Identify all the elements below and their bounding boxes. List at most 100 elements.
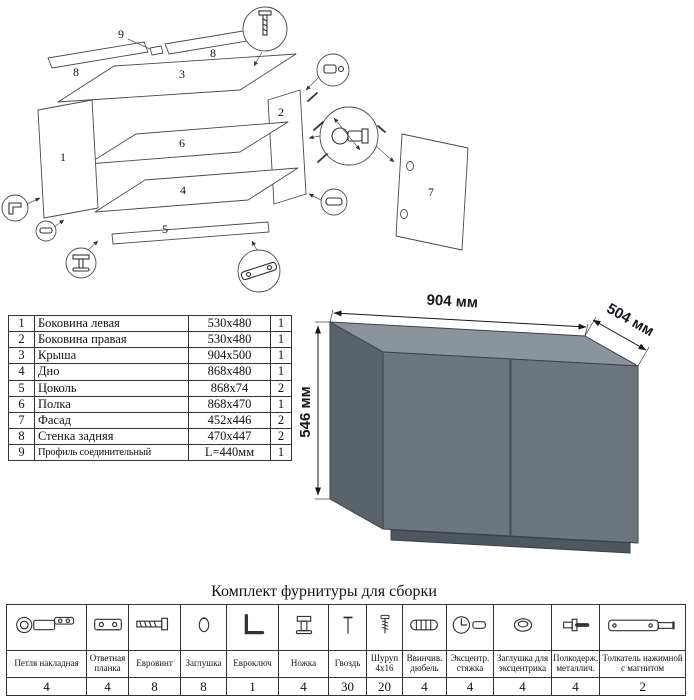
part-number: 5 <box>8 379 35 397</box>
hardware-icon-cell <box>446 604 494 651</box>
hardware-item-qty: 30 <box>328 677 367 696</box>
callout-foot <box>65 247 97 279</box>
hex-key-icon <box>244 613 264 635</box>
eccentric-cap-icon <box>513 618 532 632</box>
hardware-item-qty: 1 <box>226 677 279 696</box>
part-number: 7 <box>8 411 35 429</box>
depth-dimension-arrow <box>592 319 647 351</box>
hinge-icon <box>15 616 74 634</box>
height-dimension-label: 546 мм <box>297 386 314 437</box>
confirmat-screw-icon <box>135 617 168 631</box>
part-label-6: 6 <box>179 136 185 150</box>
hardware-item-qty: 4 <box>402 677 447 696</box>
hinge-cup-hole <box>400 209 408 219</box>
left-side-panel <box>37 99 99 219</box>
hardware-kit-title: Комплект фурнитуры для сборки <box>211 583 437 600</box>
callout-dowel <box>320 188 348 216</box>
hardware-icon-cell <box>402 604 447 651</box>
width-dimension-arrow <box>333 310 587 330</box>
part-qty: 2 <box>270 379 292 397</box>
connecting-profile <box>149 45 164 56</box>
callout-profile-detail <box>237 249 281 293</box>
cabinet-side-face <box>329 321 384 530</box>
screw-glyphs <box>307 92 386 163</box>
nail-icon <box>342 616 353 634</box>
leader-lines <box>26 38 395 251</box>
part-name: Фасад <box>34 411 189 429</box>
part-qty: 1 <box>270 363 292 381</box>
callout-screw-left <box>35 220 57 242</box>
part-label-8: 8 <box>73 65 79 79</box>
hardware-icon-cell <box>493 604 552 651</box>
back-panel-left <box>47 41 149 69</box>
hardware-item-name: Ответная планка <box>86 650 129 678</box>
facade-door <box>395 133 469 251</box>
part-name: Боковина левая <box>34 314 189 333</box>
part-label-3: 3 <box>179 67 185 81</box>
hardware-icon-cell <box>86 604 129 651</box>
hardware-icon-cell <box>366 604 403 651</box>
part-label-1: 1 <box>60 150 66 164</box>
hardware-item-qty: 4 <box>6 677 87 696</box>
cabinet-plinth <box>390 529 631 554</box>
part-size: L=440мм <box>188 443 271 462</box>
push-latch-icon <box>607 619 675 632</box>
hardware-item-name: Эксцентр. стяжка <box>446 650 494 678</box>
hardware-item-qty: 4 <box>550 677 601 696</box>
eccentric-cam-icon <box>452 616 486 634</box>
part-name: Полка <box>34 395 189 413</box>
part-name: Крыша <box>34 347 189 365</box>
part-number: 2 <box>8 331 35 349</box>
depth-dimension-label: 504 мм <box>604 300 657 340</box>
part-label-7: 7 <box>428 185 434 199</box>
hardware-icon-cell <box>599 604 687 651</box>
hardware-item-name: Шуруп 4x16 <box>366 650 403 678</box>
hardware-icon-cell <box>6 604 87 651</box>
hardware-item-name: Евроключ <box>226 650 279 678</box>
part-size: 868x74 <box>188 379 271 397</box>
hardware-item-qty: 2 <box>599 677 687 696</box>
mounting-plate-icon <box>93 618 122 631</box>
part-size: 530x480 <box>188 331 271 349</box>
callout-cam <box>316 53 350 87</box>
hardware-icon-row <box>6 604 687 651</box>
hardware-item-name: Гвоздь <box>328 650 367 678</box>
part-number: 8 <box>8 427 35 446</box>
cap-icon <box>198 617 209 633</box>
part-qty: 1 <box>270 331 292 349</box>
part-qty: 1 <box>270 347 292 365</box>
exploded-diagram: 9 8 8 3 2 6 1 4 5 7 <box>1 6 469 293</box>
callout-screw-top <box>242 6 288 52</box>
hardware-icon-cell <box>550 604 601 651</box>
part-qty: 1 <box>270 314 292 333</box>
hardware-icon-cell <box>128 604 181 651</box>
callout-profile-section <box>1 194 29 222</box>
hardware-item-qty: 8 <box>180 677 227 696</box>
part-qty: 1 <box>270 395 292 413</box>
hardware-item-name: Евровинт <box>128 650 181 678</box>
bottom-panel <box>94 167 299 213</box>
plinth-panel <box>111 221 270 245</box>
shelf-panel <box>87 121 289 165</box>
top-panel <box>57 53 297 103</box>
part-number: 9 <box>8 443 35 462</box>
part-size: 868x480 <box>188 363 271 381</box>
hardware-item-qty: 4 <box>86 677 129 696</box>
part-number: 6 <box>8 395 35 413</box>
cabinet-drawing: 904 мм 504 мм 546 мм <box>297 292 657 554</box>
part-number: 3 <box>8 347 35 365</box>
hardware-item-qty: 4 <box>446 677 494 696</box>
hardware-item-name: Заглушка для эксцентрика <box>493 650 552 678</box>
width-dimension-label: 904 мм <box>426 292 478 312</box>
part-label-4: 4 <box>180 183 186 197</box>
part-qty: 2 <box>270 427 292 446</box>
hardware-item-name: Ножка <box>278 650 329 678</box>
